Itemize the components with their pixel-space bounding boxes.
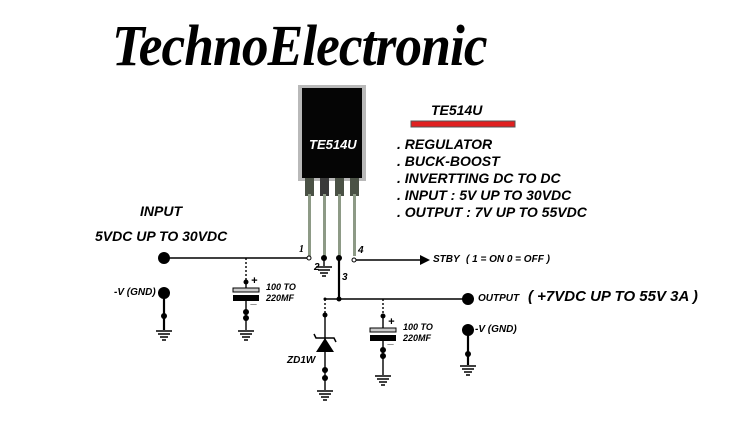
output-cap-minus: _ xyxy=(388,334,395,346)
ground-icon-left xyxy=(156,330,172,341)
input-title: INPUT xyxy=(140,203,182,219)
stby-note: ( 1 = ON 0 = OFF ) xyxy=(466,254,550,265)
brand-title: TechnoElectronic xyxy=(112,13,488,78)
ground-icon-pin2 xyxy=(316,266,332,277)
input-cap-plus: + xyxy=(251,275,258,287)
right-gnd-terminal xyxy=(462,324,474,336)
output-cap-value-2: 220MF xyxy=(403,333,432,343)
input-cap-minus: _ xyxy=(251,294,258,306)
spec-feature: . REGULATOR xyxy=(397,136,493,152)
ground-icon-zener xyxy=(317,390,333,401)
pin-label-1: 1 xyxy=(299,244,304,255)
ground-icon-right xyxy=(460,365,476,376)
chip-body xyxy=(302,88,362,178)
output-capacitor-symbol xyxy=(369,327,397,341)
input-range: 5VDC UP TO 30VDC xyxy=(95,228,228,244)
output-terminal xyxy=(462,293,474,305)
chip-legs xyxy=(305,178,359,256)
ground-icon-input-cap xyxy=(238,330,254,341)
input-capacitor-symbol xyxy=(232,287,260,301)
right-gnd-label: -V (GND) xyxy=(475,324,517,335)
stby-label: STBY xyxy=(433,254,460,265)
output-cap-value-1: 100 TO xyxy=(403,322,433,332)
spec-feature: . INPUT : 5V UP TO 30VDC xyxy=(397,187,572,203)
pin-label-2: 2 xyxy=(314,262,320,273)
stby-arrow-icon xyxy=(420,255,430,265)
output-cap-plus: + xyxy=(388,316,395,328)
zener-label: ZD1W xyxy=(287,355,316,366)
output-label: OUTPUT xyxy=(478,293,520,304)
ground-icon-output-cap xyxy=(375,375,391,386)
input-terminal xyxy=(158,252,170,264)
pin-label-3: 3 xyxy=(342,272,348,283)
zener-diode-symbol xyxy=(313,333,337,352)
left-gnd-terminal xyxy=(158,287,170,299)
input-cap-value-1: 100 TO xyxy=(266,282,296,292)
chip-marking: TE514U xyxy=(309,137,357,152)
spec-feature: . BUCK-BOOST xyxy=(397,153,500,169)
ground-icons xyxy=(156,266,476,401)
input-cap-value-2: 220MF xyxy=(266,293,295,303)
left-gnd-label: -V (GND) xyxy=(114,287,156,298)
spec-feature: . OUTPUT : 7V UP TO 55VDC xyxy=(397,204,587,220)
spec-accent-bar xyxy=(410,120,516,128)
pin-label-4: 4 xyxy=(358,245,364,256)
output-range: ( +7VDC UP TO 55V 3A ) xyxy=(528,288,698,305)
spec-feature: . INVERTTING DC TO DC xyxy=(397,170,561,186)
spec-title: TE514U xyxy=(431,102,483,118)
chip-package xyxy=(298,85,366,256)
